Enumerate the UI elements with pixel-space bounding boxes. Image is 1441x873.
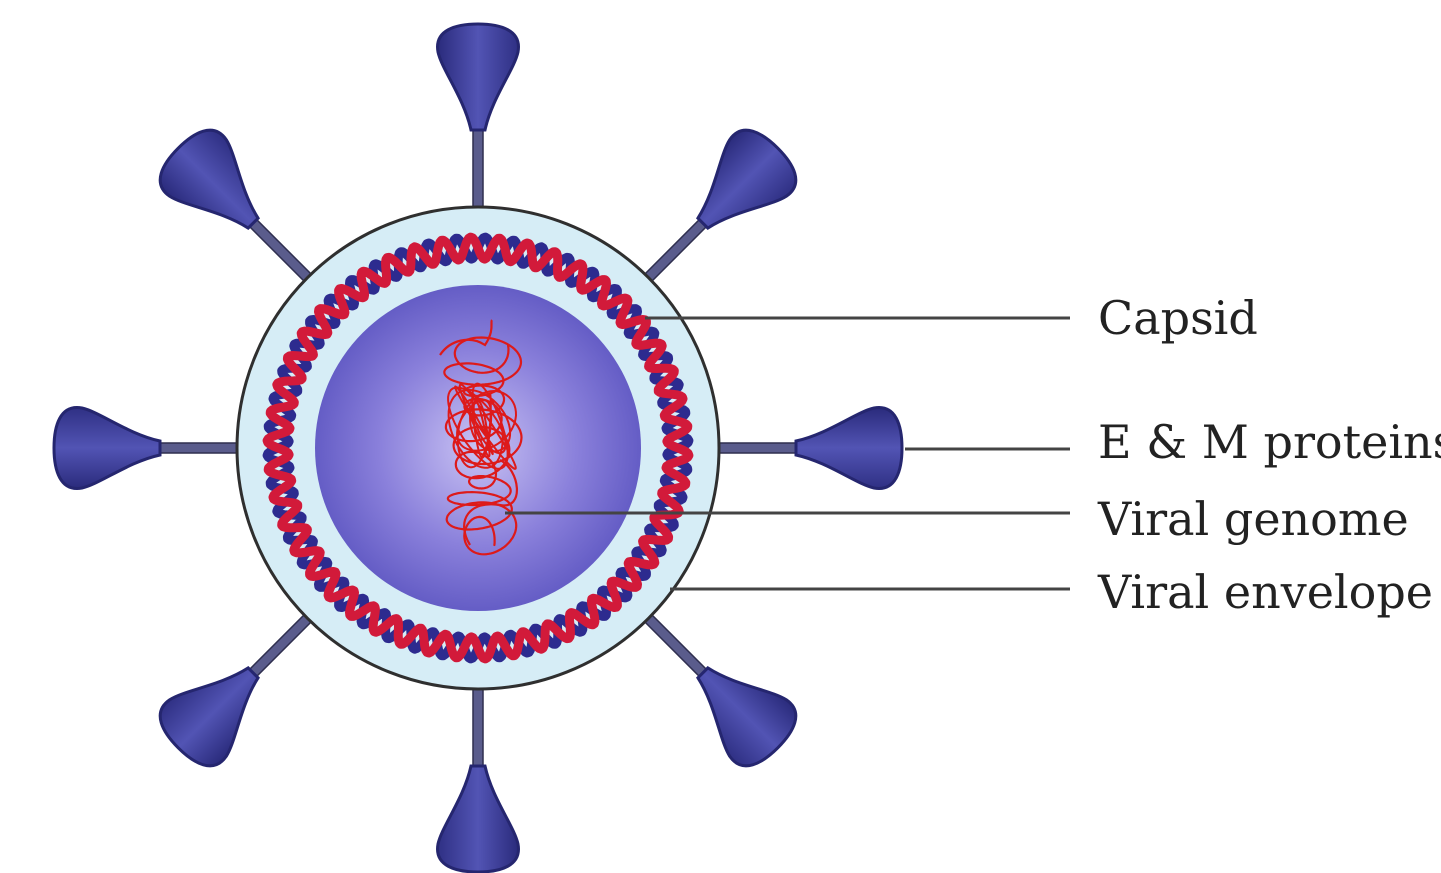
spike-head bbox=[438, 766, 519, 872]
spike-protein-icon bbox=[438, 24, 519, 220]
spike-head bbox=[54, 408, 160, 489]
spike-head bbox=[796, 408, 902, 489]
spike-head bbox=[438, 24, 519, 130]
em-proteins-label: E & M proteins bbox=[1098, 415, 1441, 469]
spike-protein-icon bbox=[438, 676, 519, 872]
capsid-label: Capsid bbox=[1098, 291, 1258, 345]
spike-protein-icon bbox=[54, 408, 250, 489]
spike-protein-icon bbox=[706, 408, 902, 489]
viral-envelope-label: Viral envelope bbox=[1097, 565, 1433, 619]
viral-genome-label: Viral genome bbox=[1097, 492, 1409, 546]
